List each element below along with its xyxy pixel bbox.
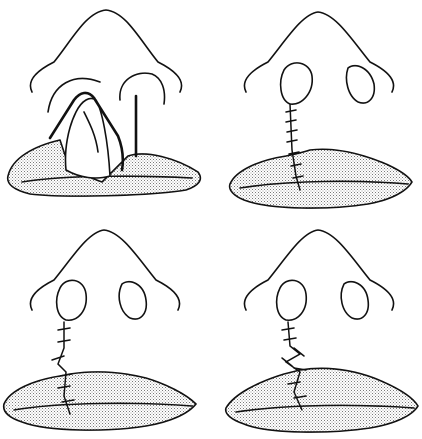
right-nostril-rim — [120, 73, 165, 104]
left-nostril — [57, 280, 87, 320]
panel-3 — [4, 230, 196, 430]
panel-2 — [230, 12, 412, 208]
panel-4 — [226, 230, 418, 432]
left-nostril — [277, 280, 307, 320]
panel-1 — [8, 10, 201, 196]
right-nostril — [341, 282, 368, 319]
right-nostril — [346, 66, 374, 103]
left-nostril — [281, 63, 313, 104]
right-nostril — [119, 282, 146, 319]
upper-lip — [4, 372, 196, 430]
nose-outline — [244, 12, 393, 92]
upper-lip — [226, 368, 418, 432]
upper-lip — [230, 149, 412, 208]
nose-outline — [244, 230, 393, 310]
nose-outline — [30, 230, 179, 310]
